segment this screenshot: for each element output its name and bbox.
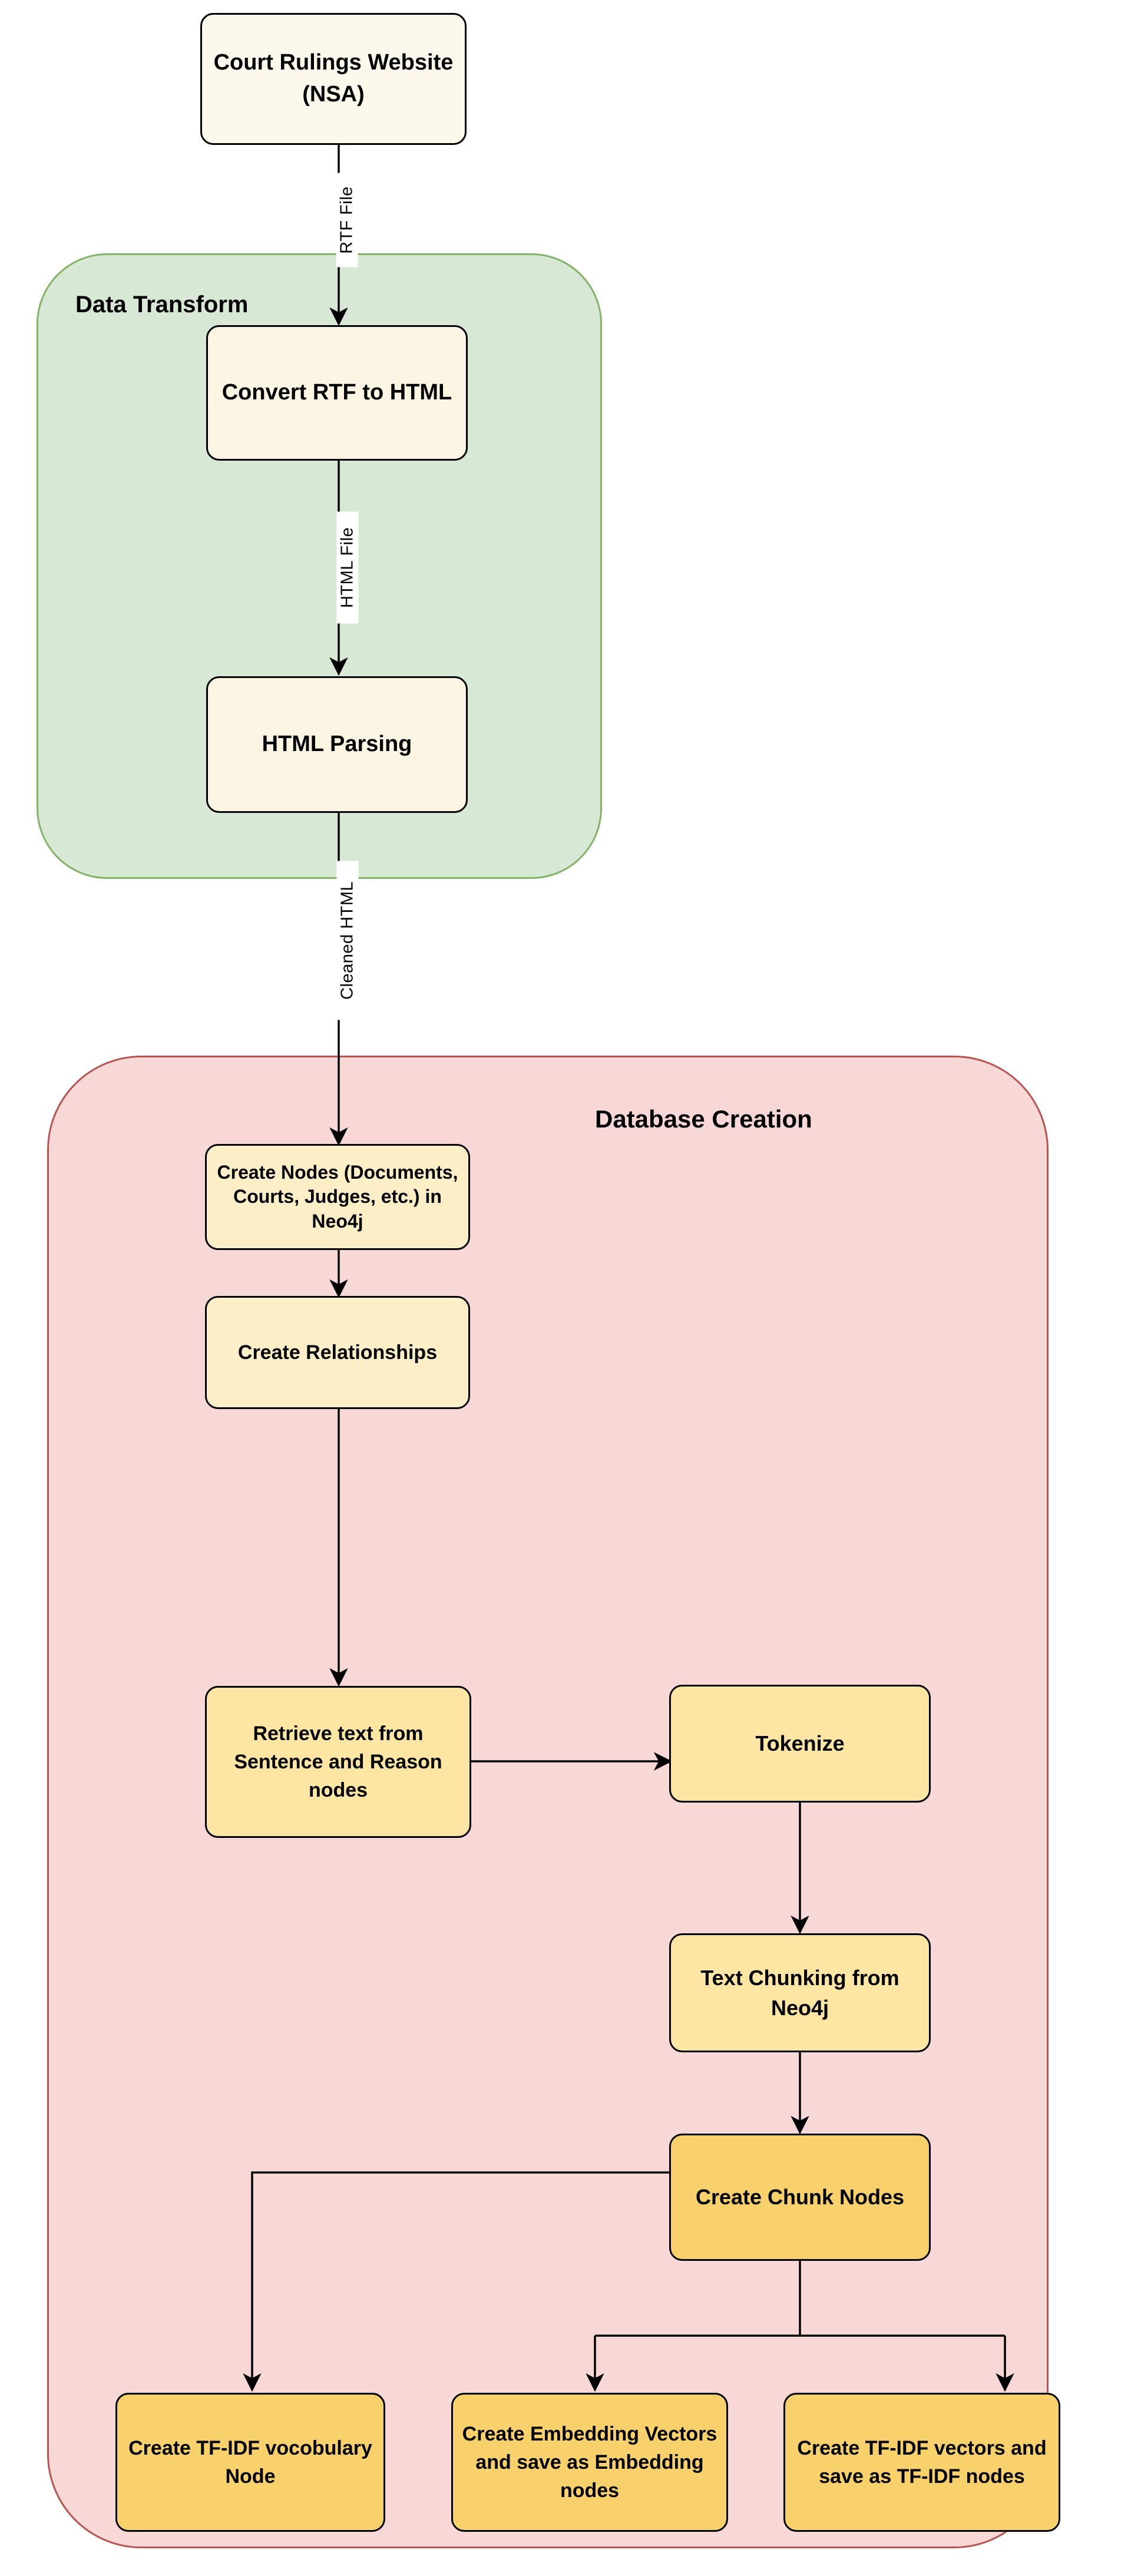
node-tfidf-vectors-label: Create TF-IDF vectors and save as TF-IDF… — [797, 2436, 1047, 2488]
node-tokenize-label: Tokenize — [755, 1731, 845, 1756]
node-create-nodes-label: Create Nodes (Documents, Courts, Judges,… — [217, 1161, 458, 1232]
node-create-chunk-nodes-label: Create Chunk Nodes — [695, 2185, 905, 2210]
node-text-chunking-label: Text Chunking from Neo4j — [700, 1965, 899, 2020]
node-tfidf-vectors[interactable]: Create TF-IDF vectors and save as TF-IDF… — [783, 2393, 1060, 2532]
node-create-chunk-nodes[interactable]: Create Chunk Nodes — [669, 2134, 931, 2261]
node-source[interactable]: Court Rulings Website (NSA) — [200, 13, 467, 145]
group-data-transform-label: Data Transform — [75, 292, 249, 318]
node-retrieve-text-label: Retrieve text from Sentence and Reason n… — [234, 1722, 442, 1802]
node-create-nodes[interactable]: Create Nodes (Documents, Courts, Judges,… — [205, 1144, 470, 1250]
node-html-parsing[interactable]: HTML Parsing — [206, 676, 468, 813]
node-create-relationships-label: Create Relationships — [237, 1341, 438, 1364]
edge-label-rtf-file: RTF File — [336, 173, 358, 267]
node-create-relationships[interactable]: Create Relationships — [205, 1296, 470, 1409]
node-retrieve-text[interactable]: Retrieve text from Sentence and Reason n… — [205, 1686, 471, 1838]
node-text-chunking[interactable]: Text Chunking from Neo4j — [669, 1933, 931, 2052]
node-tokenize[interactable]: Tokenize — [669, 1685, 931, 1803]
edge-label-cleaned-html: Cleaned HTML — [336, 861, 359, 1020]
node-embedding-vectors[interactable]: Create Embedding Vectors and save as Emb… — [451, 2393, 728, 2532]
node-tfidf-vocab[interactable]: Create TF-IDF vocobulary Node — [115, 2393, 385, 2532]
node-convert-rtf-label: Convert RTF to HTML — [221, 380, 452, 405]
node-source-label: Court Rulings Website (NSA) — [213, 50, 454, 107]
node-html-parsing-label: HTML Parsing — [262, 732, 412, 757]
edge-label-html-file: HTML File — [336, 511, 359, 624]
node-tfidf-vocab-label: Create TF-IDF vocobulary Node — [128, 2436, 372, 2488]
node-embedding-vectors-label: Create Embedding Vectors and save as Emb… — [462, 2422, 717, 2502]
node-convert-rtf[interactable]: Convert RTF to HTML — [206, 325, 468, 461]
group-database-creation-label: Database Creation — [595, 1105, 812, 1133]
